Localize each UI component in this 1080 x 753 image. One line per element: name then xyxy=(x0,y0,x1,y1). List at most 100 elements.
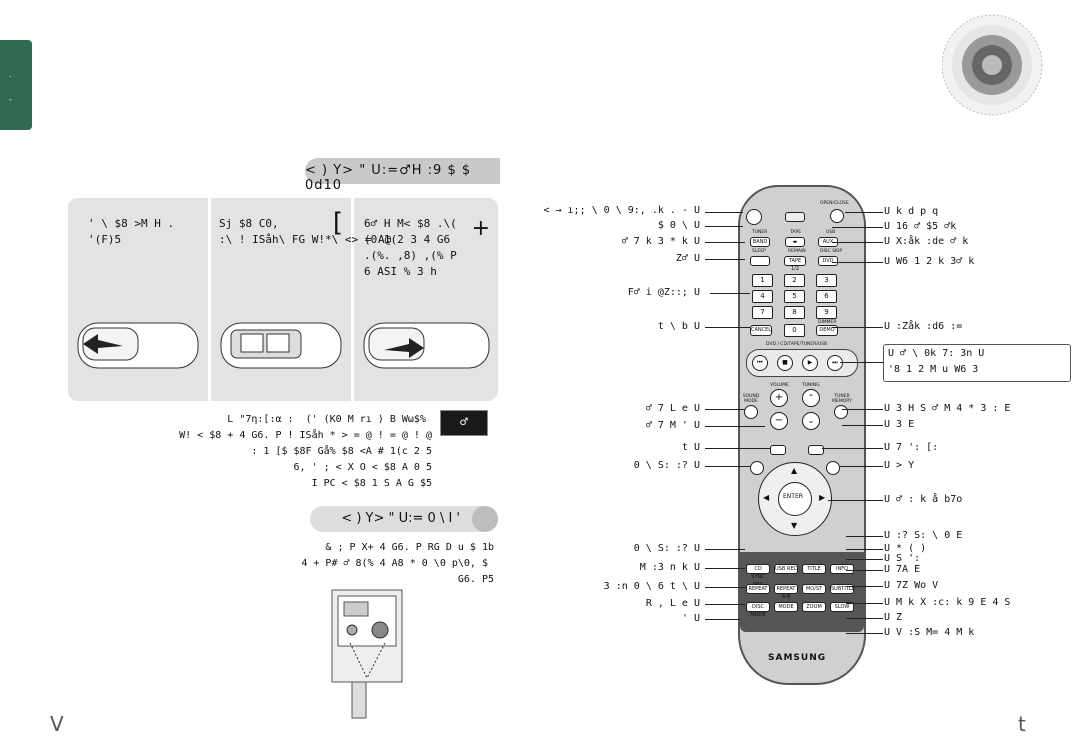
leader-line xyxy=(705,568,745,569)
stop-icon[interactable]: ■ xyxy=(777,355,793,371)
enter-button[interactable] xyxy=(778,482,812,516)
step-3: ' \ $8 >M H . '(F)5 xyxy=(68,198,208,401)
battery-insert-illustration xyxy=(220,322,342,369)
fn-button[interactable]: REPEAT xyxy=(746,584,770,594)
leader-line xyxy=(705,409,745,410)
nav-up-icon[interactable]: ▲ xyxy=(791,466,798,475)
callout-right: U * ( ) xyxy=(884,543,927,554)
leader-line xyxy=(822,448,883,449)
num-0-button[interactable]: 0 xyxy=(784,324,805,337)
step-1: + 6♂ H M< $8 .\( (0 1(2 3 4 G6 .(%. ,8) … xyxy=(354,198,498,401)
leader-line xyxy=(832,227,883,228)
fn-button[interactable]: SLOW xyxy=(830,602,854,612)
leader-line xyxy=(842,409,883,410)
band-button[interactable]: BAND xyxy=(750,237,770,247)
tuning-up-icon[interactable]: ⌃ xyxy=(802,389,820,407)
tape12-button[interactable]: TAPE 1/2 xyxy=(784,256,806,272)
volume-label: VOLUME xyxy=(770,383,789,388)
cancel-button[interactable]: CANCEL xyxy=(750,325,772,336)
callout-group-box xyxy=(883,344,1071,382)
callout-left: ♂ 7 L e U xyxy=(645,403,700,414)
num-5-button[interactable]: 5 xyxy=(784,290,805,303)
open-close-label: OPEN/CLOSE xyxy=(820,201,849,206)
tuner-label: TUNER xyxy=(752,230,768,235)
prev-icon[interactable]: ⏮ xyxy=(752,355,768,371)
callout-left: M :3 n k U xyxy=(639,562,700,573)
section-title-bar: < ) Y> " U:=♂H :9 $ $ 0d10 xyxy=(305,158,500,193)
fn-button[interactable]: ZOOM xyxy=(802,602,826,612)
page-number-right: t xyxy=(1018,712,1026,736)
callout-left: F♂ i @Z::; U xyxy=(627,287,700,298)
section-title: < ) Y> " U:=♂H :9 $ $ 0d10 xyxy=(305,163,472,193)
callout-right: U > Y xyxy=(884,460,915,471)
nav-down-icon[interactable]: ▼ xyxy=(791,521,798,530)
num-7-button[interactable]: 7 xyxy=(752,306,773,319)
range-line: G6. P5 xyxy=(457,574,494,585)
tape-direction-button[interactable]: ◂▸ xyxy=(785,237,805,247)
num-4-button[interactable]: 4 xyxy=(752,290,773,303)
tuner-memory-label: TUNER MEMORY xyxy=(832,394,852,404)
leader-line xyxy=(845,212,883,213)
fn-button[interactable]: REPEAT A-B xyxy=(774,584,798,600)
leader-line xyxy=(705,587,745,588)
step-1-marker: + xyxy=(471,216,490,241)
fn-button[interactable]: DISC MODE xyxy=(746,602,770,618)
remain-label: REMAIN xyxy=(788,249,806,254)
num-8-button[interactable]: 8 xyxy=(784,306,805,319)
num-9-button[interactable]: 9 xyxy=(816,306,837,319)
callout-right: U 3 E xyxy=(884,419,915,430)
sleep-button[interactable] xyxy=(750,256,770,266)
leader-line xyxy=(705,212,743,213)
leader-line xyxy=(846,536,883,537)
num-2-button[interactable]: 2 xyxy=(784,274,805,287)
num-6-button[interactable]: 6 xyxy=(816,290,837,303)
remote-sensor xyxy=(785,212,805,222)
callout-left: ' U xyxy=(681,613,700,624)
tuner-memory-button[interactable] xyxy=(834,405,848,419)
callout-right: U k d p q xyxy=(884,206,939,217)
fn-button[interactable]: TITLE xyxy=(802,564,826,574)
remote-control: OPEN/CLOSE TUNER TAPE USB BAND ◂▸ AUX SL… xyxy=(738,185,866,685)
num-1-button[interactable]: 1 xyxy=(752,274,773,287)
usb-label: USB xyxy=(826,230,836,235)
remote-back-illustration xyxy=(363,322,490,369)
power-icon[interactable] xyxy=(746,209,762,225)
callout-left: Z♂ U xyxy=(675,253,700,264)
volume-up-icon[interactable]: + xyxy=(770,389,788,407)
page-number-left: V xyxy=(50,712,64,736)
dvd-button[interactable]: DVD xyxy=(818,256,838,266)
sound-mode-button[interactable] xyxy=(744,405,758,419)
fn-button[interactable]: USB REC xyxy=(774,564,798,574)
exit-button[interactable] xyxy=(826,461,840,475)
nav-right-icon[interactable]: ▶ xyxy=(819,493,826,502)
leader-line xyxy=(846,618,883,619)
transport-label: DVD / CD/TAPE/TUNER/USB xyxy=(766,342,828,347)
leader-line xyxy=(705,242,745,243)
fn-button[interactable]: SUBTITLE xyxy=(830,584,855,594)
demo-button[interactable]: DEMO xyxy=(816,325,838,336)
callout-right: '8 1 2 M u W6 3 xyxy=(888,364,979,375)
callout-right: U 7 ': [: xyxy=(884,442,939,453)
fn-button[interactable]: CD SYNC REC xyxy=(746,564,770,588)
return-button[interactable] xyxy=(750,461,764,475)
tuning-label: TUNING xyxy=(802,383,820,388)
play-pause-icon[interactable]: ▶ xyxy=(802,355,818,371)
fn-button[interactable]: MO/ST xyxy=(802,584,826,594)
leader-line xyxy=(705,259,745,260)
chapter-tab: . - xyxy=(0,40,32,130)
fn-button[interactable]: INFO xyxy=(830,564,854,574)
leader-line xyxy=(710,293,750,294)
num-3-button[interactable]: 3 xyxy=(816,274,837,287)
info-button[interactable] xyxy=(808,445,824,455)
nav-left-icon[interactable]: ◀ xyxy=(763,493,770,502)
callout-right: U 7Z Wo V xyxy=(884,580,939,591)
menu-button[interactable] xyxy=(770,445,786,455)
sound-mode-label: SOUND MODE xyxy=(742,394,760,404)
eject-icon[interactable] xyxy=(830,209,844,223)
callout-left: 0 \ S: :? U xyxy=(633,543,700,554)
fn-button[interactable]: MODE xyxy=(774,602,798,612)
range-line: & ; P X+ 4 G6. P RG D u $ 1b xyxy=(325,542,494,553)
volume-down-icon[interactable]: − xyxy=(770,412,788,430)
next-icon[interactable]: ⏭ xyxy=(827,355,843,371)
tuning-down-icon[interactable]: ⌄ xyxy=(802,412,820,430)
